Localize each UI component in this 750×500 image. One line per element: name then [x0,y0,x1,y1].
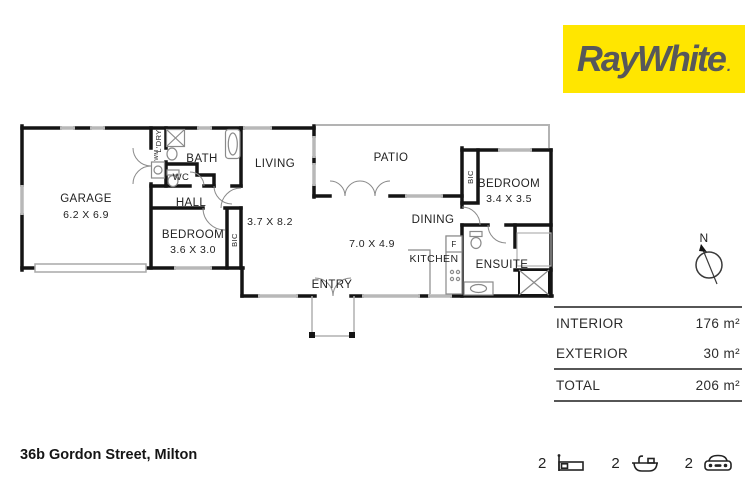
walls [20,124,554,298]
raywhite-logo-text: RayWhite. [577,41,731,77]
exterior-value: 30 m² [703,346,740,361]
interior-label: INTERIOR [556,316,624,331]
raywhite-logo: RayWhite. [563,25,745,93]
room-dims-dining: 7.0 X 4.9 [349,238,395,250]
ensuite-toilet-icon [469,230,483,250]
fridge-icon [445,235,463,253]
room-label-garage: GARAGE [60,193,112,205]
fixtures [150,128,552,296]
ensuite-shower-icon [518,269,550,296]
room-dims-bedroom2: 3.4 X 3.5 [486,193,532,205]
property-stats: 2 2 2 [538,452,734,474]
windows [20,126,532,298]
bed-icon [557,454,585,471]
room-label-patio: PATIO [374,152,409,164]
room-label-living: LIVING [255,158,295,170]
property-address: 36b Gordon Street, Milton [20,447,198,463]
label-bic-bedroom1: BIC [230,233,239,247]
room-label-dining: DINING [412,214,455,226]
room-label-bedroom2: BEDROOM [478,178,540,190]
car-icon [704,454,732,471]
door-arcs [132,147,507,297]
room-label-wc: WC [173,172,190,183]
washing-machine-icon [150,161,166,179]
room-dims-bedroom1: 3.6 X 3.0 [170,244,216,256]
room-label-hall: HALL [176,197,207,209]
toilet-icon [166,169,180,188]
label-washing-machine: WM [154,149,160,160]
room-label-entry: ENTRY [312,279,353,291]
bath-icon [631,455,658,472]
room-dims-living: 3.7 X 8.2 [247,216,293,228]
bedroom-count: 2 [537,454,547,472]
entry-porch [309,296,355,338]
table-row-total: TOTAL 206 m² [554,368,742,402]
stat-garages: 2 [685,452,734,474]
compass-north-label: N [699,231,708,245]
kitchen-counter [408,235,463,295]
room-label-ensuite: ENSUITE [476,259,529,271]
bathroom-count: 2 [611,454,620,472]
interior-value: 176 m² [695,316,740,331]
garage-count: 2 [684,454,693,472]
label-bic-bedroom2: BIC [466,170,475,184]
label-fridge: F [451,240,456,249]
compass: N [695,231,723,285]
exterior-label: EXTERIOR [556,346,629,361]
patio-outline [316,124,550,148]
garage-door [34,263,147,273]
basin-icon [166,147,178,161]
room-label-laundry: L'DRY [154,129,163,152]
vanity-icon [463,281,494,296]
bathtub-icon [224,128,241,160]
stat-bathrooms: 2 [611,452,660,474]
room-label-bedroom1: BEDROOM [162,229,224,241]
room-label-bath: BATH [186,153,217,165]
table-row-exterior: EXTERIOR 30 m² [554,338,742,368]
area-summary-table: INTERIOR 176 m² EXTERIOR 30 m² TOTAL 206… [554,306,742,402]
table-row-interior: INTERIOR 176 m² [554,308,742,338]
room-dims-garage: 6.2 X 6.9 [63,209,109,221]
logo-wordmark: RayWhite [576,38,727,79]
logo-mark: . [726,58,732,75]
total-value: 206 m² [695,378,740,393]
room-label-kitchen: KITCHEN [410,253,459,265]
robe-shelving [516,232,552,267]
stat-bedrooms: 2 [538,452,587,474]
total-label: TOTAL [556,378,601,393]
